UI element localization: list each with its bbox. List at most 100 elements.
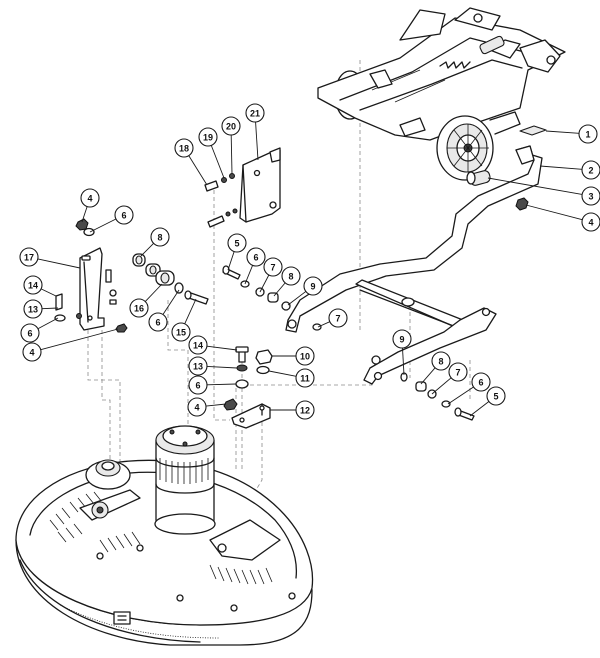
callout-bubble (303, 276, 323, 296)
part-4-nut-right (515, 197, 529, 211)
callout-leader (268, 370, 297, 377)
callout-leader (140, 243, 154, 257)
callout-bubble (174, 138, 194, 158)
callout-c1: 1 (545, 124, 598, 144)
callout-leader (205, 403, 227, 407)
callout-number: 6 (195, 381, 200, 391)
callout-bubble (295, 368, 315, 388)
callout-number: 5 (234, 239, 239, 249)
callout-c6b: 6 (244, 247, 266, 285)
part-2-handle-arm (285, 145, 543, 333)
callout-bubble (129, 298, 149, 318)
callout-bubble (188, 375, 208, 395)
callout-c13b: 13 (188, 356, 238, 376)
callout-leader (188, 155, 208, 186)
callout-bubble (148, 312, 168, 332)
callout-number: 2 (588, 166, 593, 176)
callout-leader (431, 377, 452, 395)
callout-number: 11 (300, 374, 310, 384)
callout-c15: 15 (171, 298, 197, 342)
cart-frame-assembly (317, 7, 566, 181)
callout-number: 5 (493, 392, 498, 402)
callout-leader (206, 366, 238, 369)
callout-bubble (187, 397, 207, 417)
callout-bubble (198, 127, 218, 147)
callout-number: 10 (300, 352, 310, 362)
callout-number: 7 (270, 263, 275, 273)
callout-c4a: 4 (80, 188, 100, 223)
callout-c9b: 9 (392, 329, 412, 376)
callout-number: 6 (253, 253, 258, 263)
callout-number: 7 (335, 314, 340, 324)
callout-c12: 12 (270, 400, 315, 420)
callout-number: 14 (28, 281, 38, 291)
callout-leader (255, 121, 259, 161)
callout-c14a: 14 (23, 275, 57, 297)
callout-number: 21 (250, 109, 260, 119)
callout-number: 8 (157, 233, 162, 243)
callout-leader (230, 134, 233, 175)
callout-bubble (171, 322, 191, 342)
callout-c8b: 8 (273, 266, 301, 297)
callout-bubble (150, 227, 170, 247)
callout-number: 9 (310, 282, 315, 292)
cross-bar-lower-arm (355, 279, 497, 385)
callout-c2: 2 (539, 160, 600, 180)
callout-leader (402, 347, 405, 376)
callout-c6a: 6 (89, 205, 134, 233)
callout-leader (420, 367, 436, 385)
callout-number: 4 (194, 403, 199, 413)
callout-bubble (392, 329, 412, 349)
callout-leader (206, 383, 237, 386)
part-17-bracket (79, 247, 105, 331)
callout-c6e: 6 (188, 375, 237, 395)
callout-bubble (20, 323, 40, 343)
callout-number: 6 (155, 318, 160, 328)
callout-leader (206, 345, 238, 351)
callout-number: 4 (87, 194, 92, 204)
callout-bubble (114, 205, 134, 225)
callout-leader (227, 251, 235, 271)
callout-bubble (295, 400, 315, 420)
callout-number: 6 (27, 329, 32, 339)
callout-c5b: 5 (469, 386, 506, 417)
callout-c8a: 8 (140, 227, 170, 257)
callout-bubble (23, 299, 43, 319)
callout-number: 6 (121, 211, 126, 221)
callout-number: 14 (193, 341, 203, 351)
callout-c13a: 13 (23, 299, 59, 319)
front-wheel (436, 115, 494, 181)
callout-c8c: 8 (420, 351, 451, 385)
callout-c9a: 9 (287, 276, 323, 306)
callout-c16: 16 (129, 283, 163, 318)
callout-bubble (448, 362, 468, 382)
callout-bubble (581, 212, 600, 232)
callout-bubble (578, 124, 598, 144)
callout-c4d: 4 (187, 397, 227, 417)
callout-bubble (471, 372, 491, 392)
callout-bubble (227, 233, 247, 253)
callout-leader (487, 177, 583, 195)
callout-number: 17 (24, 253, 34, 263)
callout-bubble (221, 116, 241, 136)
callout-bubble (245, 103, 265, 123)
callout-number: 16 (134, 304, 144, 314)
callout-c20: 20 (221, 116, 241, 175)
callout-leader (81, 206, 88, 223)
bolt-set-right (371, 355, 475, 421)
screws-18-19-20 (204, 173, 238, 228)
callout-leader (447, 386, 474, 405)
callout-number: 9 (399, 335, 404, 345)
callout-bubble (281, 266, 301, 286)
callout-number: 20 (226, 122, 236, 132)
callout-leader (37, 317, 59, 330)
callout-bubble (188, 356, 208, 376)
callout-leader (144, 283, 163, 302)
callout-c7b: 7 (317, 308, 348, 328)
callout-c7c: 7 (431, 362, 468, 395)
spacers-center-left (132, 253, 209, 305)
callout-number: 4 (29, 348, 34, 358)
